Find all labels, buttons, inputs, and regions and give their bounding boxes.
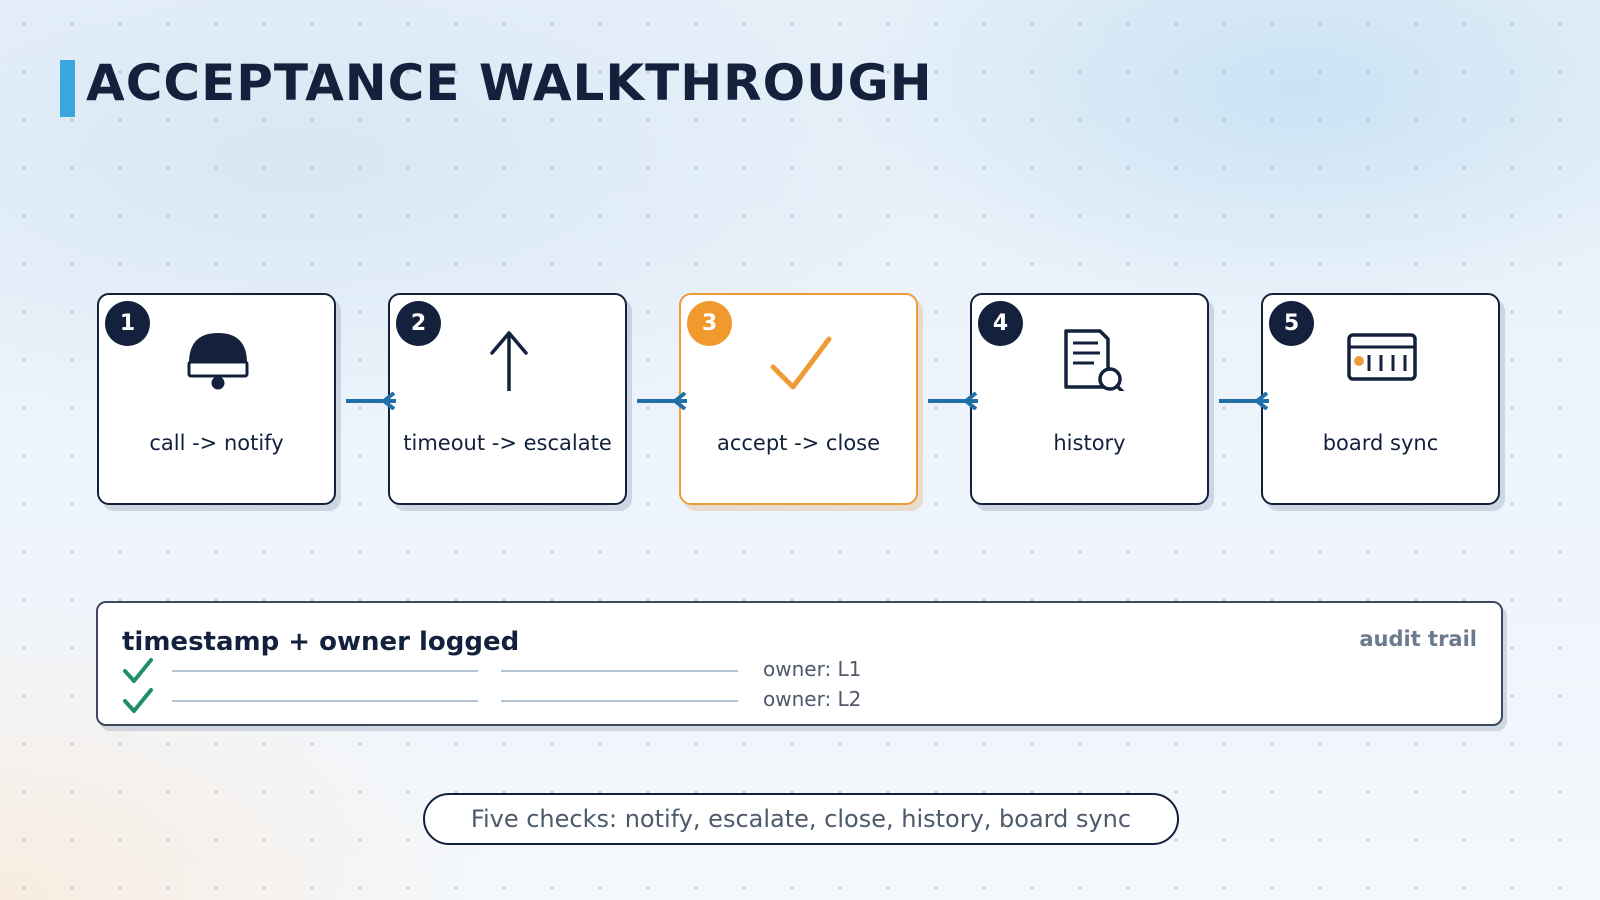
- document-search-icon: [1064, 329, 1125, 391]
- step-card-5: 5 board sync: [1261, 293, 1500, 505]
- page-title: ACCEPTANCE WALKTHROUGH: [86, 54, 933, 112]
- step-card-3: 3 accept -> close: [679, 293, 918, 505]
- connector-arrow-1-2: [346, 392, 396, 410]
- board-icon: [1347, 333, 1417, 381]
- timestamp-placeholder-line: [172, 670, 478, 672]
- check-icon: [123, 658, 153, 683]
- step-number-badge: 2: [396, 301, 441, 346]
- connector-arrow-3-4: [928, 392, 978, 410]
- arrow-up-icon: [490, 331, 528, 391]
- step-label: timeout -> escalate: [403, 431, 612, 455]
- step-card-2: 2 timeout -> escalate: [388, 293, 627, 505]
- check-icon: [123, 688, 153, 713]
- detail-placeholder-line: [501, 670, 738, 672]
- connector-arrow-2-3: [637, 392, 687, 410]
- audit-title: timestamp + owner logged: [122, 627, 520, 657]
- step-number-badge: 5: [1269, 301, 1314, 346]
- timestamp-placeholder-line: [172, 700, 478, 702]
- step-label: board sync: [1322, 431, 1439, 455]
- audit-row: owner: L2: [98, 685, 1501, 715]
- detail-placeholder-line: [501, 700, 738, 702]
- audit-trail-panel: timestamp + owner logged audit trail own…: [96, 601, 1503, 726]
- audit-row: owner: L1: [98, 655, 1501, 685]
- title-accent-bar: [60, 60, 75, 117]
- step-label: accept -> close: [716, 431, 881, 455]
- step-card-4: 4 history: [970, 293, 1209, 505]
- step-number-badge: 4: [978, 301, 1023, 346]
- bell-icon: [187, 333, 249, 390]
- audit-owner: owner: L2: [763, 687, 862, 711]
- checkmark-icon: [770, 336, 832, 390]
- step-number-badge: 3: [687, 301, 732, 346]
- step-number-badge: 1: [105, 301, 150, 346]
- audit-tag: audit trail: [1359, 627, 1477, 651]
- step-label: call -> notify: [149, 431, 284, 455]
- summary-pill: Five checks: notify, escalate, close, hi…: [423, 793, 1179, 845]
- step-label: history: [1053, 431, 1126, 455]
- connector-arrow-4-5: [1219, 392, 1269, 410]
- step-card-1: 1 call -> notify: [97, 293, 336, 505]
- audit-owner: owner: L1: [763, 657, 862, 681]
